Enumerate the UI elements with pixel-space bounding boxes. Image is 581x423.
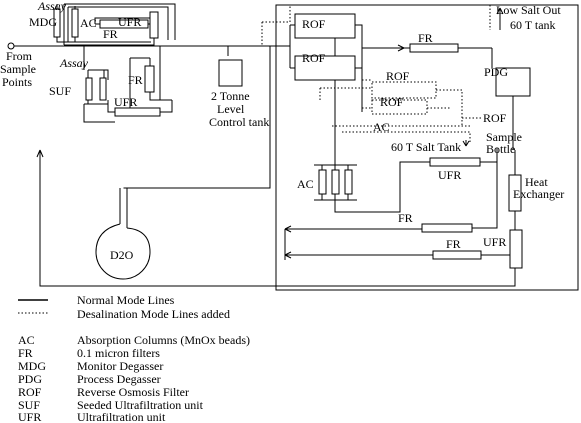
fr-low-box-2: [432, 250, 482, 260]
legend-desc: Absorption Columns (MnOx beads): [77, 333, 250, 347]
salt-tank-label: 60 T Salt Tank: [391, 140, 461, 154]
fr-right-box: [409, 43, 459, 53]
rof-label-2: ROF: [302, 51, 326, 65]
fr-label-top: FR: [103, 27, 118, 41]
assay-label-top: Assay: [37, 0, 67, 13]
ac-low-pipes: [314, 140, 430, 213]
legend-abbr: FR: [18, 346, 33, 360]
suf-column-1: [85, 77, 93, 101]
rof-dotted-label-2: ROF: [380, 95, 404, 109]
heat-label-1: Heat: [525, 175, 548, 189]
legend-abbr: SUF: [18, 398, 40, 412]
fr-right-pipes: [362, 44, 492, 52]
tank-label-2: Level: [217, 102, 245, 116]
ac-column-low-3: [344, 169, 353, 195]
pdg-box: [495, 67, 531, 97]
ufr-low-label: UFR: [483, 235, 506, 249]
legend-desc: Ultrafiltration unit: [77, 410, 166, 423]
return-line: [36, 149, 516, 287]
pdg-label: PDG: [484, 65, 508, 79]
d2o-outlet: [123, 124, 271, 189]
legend-desc: Monitor Degasser: [77, 359, 163, 373]
ac-column-top: [71, 8, 79, 38]
legend-dotted-label: Desalination Mode Lines added: [77, 307, 230, 321]
ufr-mid-box: [114, 107, 161, 117]
rof-unit-1: [294, 13, 356, 39]
tank-label-3: Control tank: [209, 115, 269, 129]
assay-label-mid: Assay: [59, 56, 89, 70]
fr-low-pipes-1: [284, 215, 498, 260]
fr-low-pipes-2: [284, 251, 510, 259]
legend-abbr: PDG: [18, 372, 42, 386]
legend-abbr: AC: [18, 333, 35, 347]
d2o-vessel: D2O: [36, 124, 516, 287]
rof-label-1: ROF: [302, 17, 326, 31]
sample-arrow: [462, 140, 470, 147]
d2o-label: D2O: [110, 248, 134, 262]
ac-low-label: AC: [297, 177, 314, 191]
legend-desc: 0.1 micron filters: [77, 346, 160, 360]
ufr-low-box: [509, 229, 523, 269]
suf-label: SUF: [49, 84, 71, 98]
fr-right-label: FR: [418, 31, 433, 45]
ufr-label-top: UFR: [118, 15, 141, 29]
ac-dotted-label: AC: [373, 120, 390, 134]
ufr-mid-label: UFR: [114, 95, 137, 109]
ufr-right-box: [429, 157, 481, 167]
pdg-pipes: [491, 48, 514, 150]
sample-label-1: Sample: [486, 130, 522, 144]
mdg-label: MDG: [29, 15, 57, 29]
assay-top-pipes: [56, 3, 176, 46]
ufr-unit-top: [149, 11, 159, 39]
rof-dotted-label-1: ROF: [386, 69, 410, 83]
fr-top-pipes: [94, 17, 150, 25]
rof-pipes: [289, 24, 363, 140]
process-room: ROF ROF FR Low Salt Out 60 T tank PDG RO…: [261, 3, 579, 291]
rof-dotted-1: [371, 81, 437, 99]
legend-abbr: UFR: [18, 410, 41, 423]
tank-label-1: 2 Tonne: [211, 89, 250, 103]
d2o-flask: [95, 188, 151, 280]
sample-label-2: Bottle: [486, 142, 515, 156]
legend-solid-label: Normal Mode Lines: [77, 293, 175, 307]
level-control-tank: [218, 59, 243, 87]
fr-low-label-2: FR: [446, 237, 461, 251]
legend-abbr: MDG: [18, 359, 46, 373]
ac-column-low-2: [331, 169, 340, 195]
fr-low-label-1: FR: [398, 211, 413, 225]
from-sample-label-1: From: [6, 49, 33, 63]
ac-label-top: AC: [80, 16, 97, 30]
ac-column-low-1: [318, 169, 327, 195]
rof-unit-2: [294, 55, 356, 81]
fr-mid-label: FR: [128, 73, 143, 87]
legend-desc: Reverse Osmosis Filter: [77, 385, 189, 399]
legend: Normal Mode Lines Desalination Mode Line…: [18, 293, 250, 423]
room-inlet: [262, 45, 290, 124]
rof-dotted-2: [371, 99, 428, 115]
ufr-right-pipes: [480, 148, 498, 215]
assay-group-mid: Assay SUF FR UFR: [49, 46, 173, 123]
fr-low-box-1: [421, 223, 473, 233]
legend-desc: Seeded Ultrafiltration unit: [77, 398, 204, 412]
from-sample-label-3: Points: [2, 75, 32, 89]
fr-mid-box: [144, 65, 155, 93]
from-sample-label-2: Sample: [0, 62, 36, 76]
fr-mid-pipes: [129, 57, 172, 110]
heat-label-2: Exchanger: [513, 187, 564, 201]
legend-abbr: ROF: [18, 385, 42, 399]
low-salt-label-2: 60 T tank: [510, 18, 556, 32]
two-tonne-tank: 2 Tonne Level Control tank: [209, 59, 269, 129]
assay-group-top: Assay MDG AC UFR FR: [29, 0, 176, 46]
legend-desc: Process Degasser: [77, 372, 161, 386]
desal-dotted-pipes: [319, 79, 482, 144]
sample-input: From Sample Points: [0, 42, 262, 89]
low-salt-arrow: [496, 7, 504, 30]
suf-column-2: [99, 77, 107, 101]
desal-line-top: [261, 4, 491, 46]
ufr-right-label: UFR: [438, 168, 461, 182]
low-salt-label-1: Low Salt Out: [496, 3, 561, 17]
rof-dotted-label-3: ROF: [483, 111, 507, 125]
